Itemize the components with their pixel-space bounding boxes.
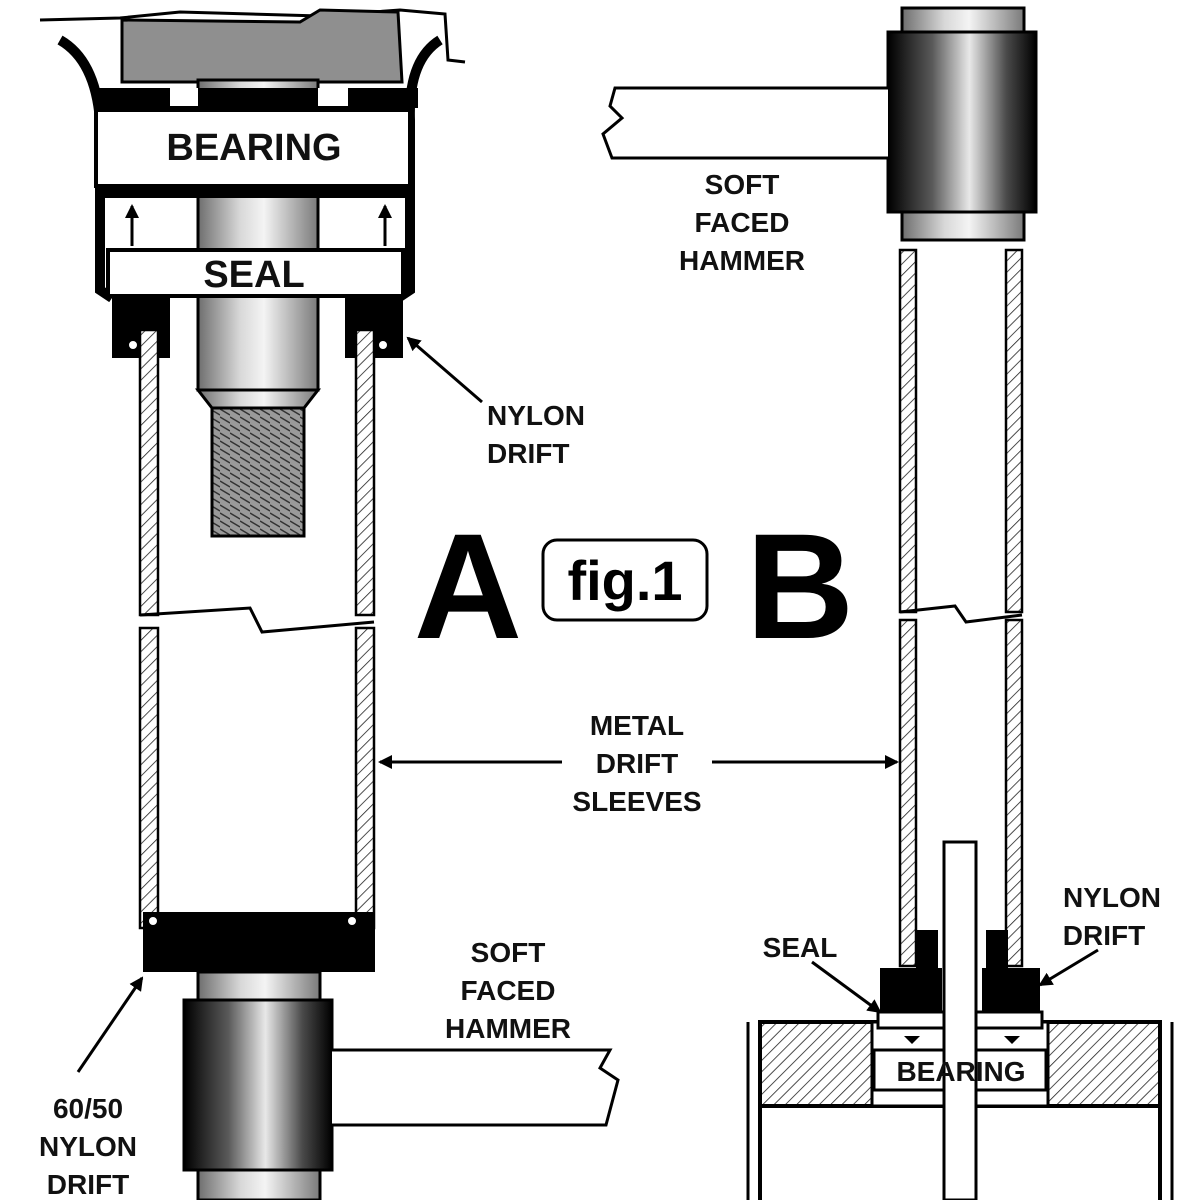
b-nylon-drift-line-2: DRIFT xyxy=(1063,920,1145,951)
a-hammer-line-2: FACED xyxy=(461,975,556,1006)
b-hammer-line-1: SOFT xyxy=(705,169,780,200)
b-seal-callout: SEAL xyxy=(763,932,882,1014)
a-bottom-drift-callout: 60/50 NYLON DRIFT xyxy=(39,976,144,1200)
metal-drift-sleeves-line-2: DRIFT xyxy=(596,748,678,779)
b-seal-label: SEAL xyxy=(763,932,838,963)
figure-label-box: fig.1 xyxy=(541,538,709,622)
a-hammer-line-1: SOFT xyxy=(471,937,546,968)
a-nylon-drift-callout: NYLON DRIFT xyxy=(406,336,585,469)
a-bottom-drift-line-2: NYLON xyxy=(39,1131,137,1162)
b-hammer-line-3: HAMMER xyxy=(679,245,805,276)
a-hammer-line-3: HAMMER xyxy=(445,1013,571,1044)
a-seal-label: SEAL xyxy=(203,254,304,296)
b-bearing-label: BEARING xyxy=(896,1056,1025,1087)
panel-a-letter: A xyxy=(414,502,522,670)
a-bottom-drift-line-3: DRIFT xyxy=(47,1169,129,1200)
a-bottom-drift-line-1: 60/50 xyxy=(53,1093,123,1124)
a-bearing-label: BEARING xyxy=(166,127,341,169)
panel-b-letter: B xyxy=(746,502,854,670)
b-nylon-drift-line-1: NYLON xyxy=(1063,882,1161,913)
a-nylon-drift-line-1: NYLON xyxy=(487,400,585,431)
figure-label: fig.1 xyxy=(567,549,682,612)
a-hammer-callout: SOFT FACED HAMMER xyxy=(445,937,571,1044)
b-nylon-drift-callout: NYLON DRIFT xyxy=(1038,882,1161,987)
panel-b-assembly xyxy=(601,6,1174,1200)
metal-drift-sleeves-line-3: SLEEVES xyxy=(572,786,701,817)
panel-a-assembly xyxy=(39,8,620,1200)
metal-drift-sleeves-callout: METAL DRIFT SLEEVES xyxy=(378,710,899,817)
a-nylon-drift-line-2: DRIFT xyxy=(487,438,569,469)
metal-drift-sleeves-line-1: METAL xyxy=(590,710,684,741)
b-hammer-line-2: FACED xyxy=(695,207,790,238)
b-hammer-callout: SOFT FACED HAMMER xyxy=(679,169,805,276)
